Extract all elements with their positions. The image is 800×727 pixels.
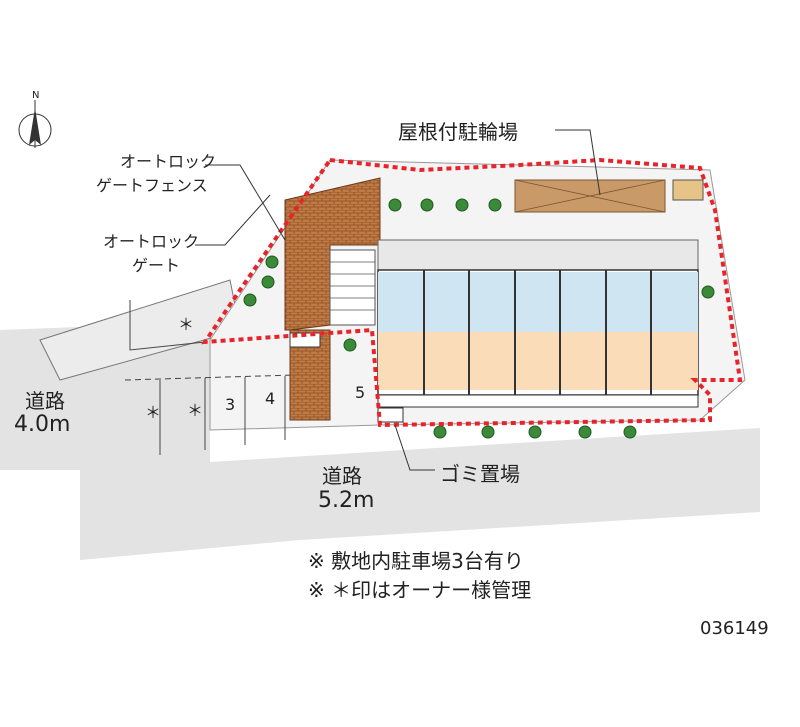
stairs (329, 249, 376, 326)
property-code: 036149 (700, 618, 769, 639)
label-garbage: ゴミ置場 (440, 462, 520, 486)
road-bottom (80, 428, 760, 560)
label-bicycle-parking: 屋根付駐輪場 (398, 120, 518, 144)
corridor (377, 239, 699, 271)
balcony (377, 394, 699, 408)
parking-space-label: 3 (225, 395, 235, 414)
leader-lines (195, 129, 601, 471)
note-owner-managed: ※ ＊印はオーナー様管理 (308, 578, 532, 602)
label-road-bottom-width: 5.2m (318, 488, 375, 513)
parking-lot (124, 300, 296, 455)
label-road-left-width: 4.0m (14, 412, 71, 437)
parking-space-label: ＊ (145, 403, 161, 422)
brick-walkway (284, 177, 381, 421)
label-road-bottom-name: 道路 (322, 464, 362, 488)
label-autolock-gate-fence-2: ゲートフェンス (96, 176, 208, 195)
parking-space-label: 5 (355, 383, 365, 402)
parking-space-labels: ＊ ＊ ＊ 3 4 5 (145, 315, 365, 422)
garbage-area (377, 407, 404, 423)
label-autolock-gate-1: オートロック (103, 232, 200, 251)
greenery (243, 198, 715, 439)
compass-north-label: N (32, 90, 39, 101)
label-road-left-name: 道路 (25, 389, 65, 413)
note-parking-count: ※ 敷地内駐車場3台有り (308, 549, 524, 573)
apartment-building (377, 269, 699, 396)
parking-space-label: 4 (265, 389, 275, 408)
unit-dividers (423, 270, 652, 395)
parking-space-label: ＊ (178, 315, 194, 334)
bike-equipment (672, 179, 704, 201)
parking-space-label: ＊ (187, 401, 203, 420)
label-autolock-gate-fence-1: オートロック (120, 152, 217, 171)
compass-icon (18, 100, 52, 148)
site-boundary (201, 157, 743, 428)
label-autolock-gate-2: ゲート (132, 256, 181, 275)
